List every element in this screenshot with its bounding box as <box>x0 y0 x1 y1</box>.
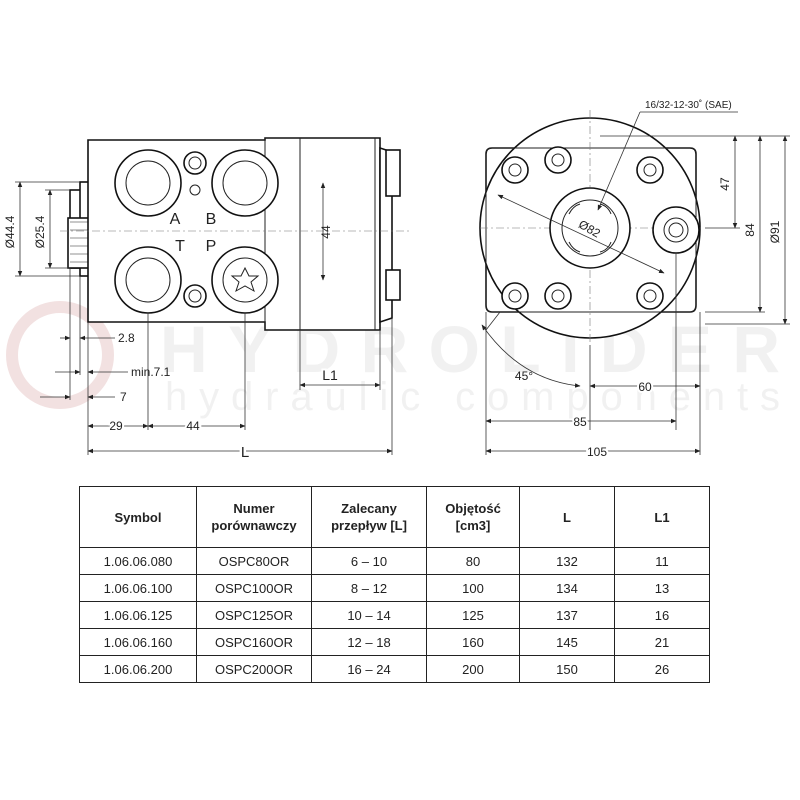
header-L1: L1 <box>614 486 710 548</box>
cell-L1: 13 <box>614 574 710 602</box>
side-view-dimensions: Ø44.4 Ø25.4 44 2.8 min.7.1 7 29 44 <box>3 181 393 464</box>
table-row: 1.06.06.125 OSPC125OR 10 – 14 125 137 16 <box>79 601 710 629</box>
dim-L1: L1 <box>322 367 338 383</box>
header-L: L <box>519 486 615 548</box>
front-view: Ø82 <box>479 110 702 345</box>
cell-flow: 10 – 14 <box>311 601 427 629</box>
cell-numer: OSPC100OR <box>196 574 312 602</box>
cell-numer: OSPC125OR <box>196 601 312 629</box>
dim-44-horizontal: 44 <box>186 419 200 433</box>
cell-numer: OSPC80OR <box>196 547 312 575</box>
table-row: 1.06.06.200 OSPC200OR 16 – 24 200 150 26 <box>79 655 710 683</box>
cell-symbol: 1.06.06.160 <box>79 628 197 656</box>
cell-volume: 100 <box>426 574 520 602</box>
header-volume: Objętość[cm3] <box>426 486 520 548</box>
dim-105: 105 <box>587 445 607 459</box>
dim-45-deg: 45° <box>515 369 533 383</box>
dim-47: 47 <box>718 177 732 191</box>
table-row: 1.06.06.160 OSPC160OR 12 – 18 160 145 21 <box>79 628 710 656</box>
dim-60: 60 <box>638 380 652 394</box>
dim-L: L <box>241 444 249 461</box>
port-label-b: B <box>206 211 217 228</box>
cell-L1: 21 <box>614 628 710 656</box>
cell-L: 132 <box>519 547 615 575</box>
cell-L1: 16 <box>614 601 710 629</box>
dim-7: 7 <box>120 390 127 404</box>
cell-volume: 200 <box>426 655 520 683</box>
dim-diameter-44-4: Ø44.4 <box>3 215 17 248</box>
cell-symbol: 1.06.06.100 <box>79 574 197 602</box>
cell-L: 150 <box>519 655 615 683</box>
cell-L1: 26 <box>614 655 710 683</box>
port-label-p: P <box>206 238 217 255</box>
watermark-subtitle: hydraulic components <box>165 375 780 419</box>
dim-44-vertical: 44 <box>319 225 333 239</box>
cell-symbol: 1.06.06.080 <box>79 547 197 575</box>
side-view: A B T P <box>60 137 410 331</box>
dim-29: 29 <box>109 419 123 433</box>
cell-numer: OSPC160OR <box>196 628 312 656</box>
table-row: 1.06.06.100 OSPC100OR 8 – 12 100 134 13 <box>79 574 710 602</box>
cell-flow: 6 – 10 <box>311 547 427 575</box>
cell-symbol: 1.06.06.125 <box>79 601 197 629</box>
header-symbol: Symbol <box>79 486 197 548</box>
cell-L1: 11 <box>614 547 710 575</box>
dim-diameter-25-4: Ø25.4 <box>33 215 47 248</box>
front-view-dimensions: 16/32-12-30˚ (SAE) 47 84 Ø91 45° 60 85 1… <box>481 99 790 461</box>
cell-volume: 160 <box>426 628 520 656</box>
port-label-t: T <box>175 238 185 255</box>
port-label-a: A <box>170 211 181 228</box>
cell-flow: 12 – 18 <box>311 628 427 656</box>
cell-L: 134 <box>519 574 615 602</box>
cell-L: 145 <box>519 628 615 656</box>
dim-diameter-91: Ø91 <box>768 220 782 243</box>
cell-symbol: 1.06.06.200 <box>79 655 197 683</box>
cell-volume: 80 <box>426 547 520 575</box>
cell-L: 137 <box>519 601 615 629</box>
watermark: HYDROLIDER hydraulic components <box>6 301 780 419</box>
cell-numer: OSPC200OR <box>196 655 312 683</box>
dim-spline: 16/32-12-30˚ (SAE) <box>645 99 732 111</box>
dim-min-7-1: min.7.1 <box>131 365 171 379</box>
cell-volume: 125 <box>426 601 520 629</box>
cell-flow: 8 – 12 <box>311 574 427 602</box>
table-row: 1.06.06.080 OSPC80OR 6 – 10 80 132 11 <box>79 547 710 575</box>
dim-84: 84 <box>743 223 757 237</box>
watermark-brand: HYDROLIDER <box>160 312 780 386</box>
dim-85: 85 <box>573 415 587 429</box>
dim-2-8: 2.8 <box>118 331 135 345</box>
cell-flow: 16 – 24 <box>311 655 427 683</box>
technical-drawing: HYDROLIDER hydraulic components A B <box>3 99 790 464</box>
